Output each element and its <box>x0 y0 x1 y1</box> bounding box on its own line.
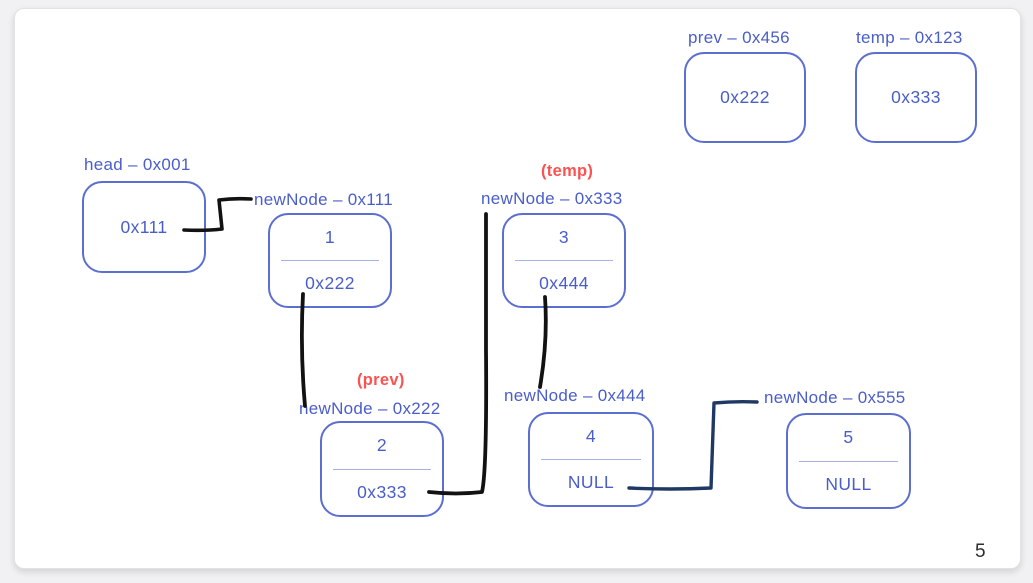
node-1-label: newNode – 0x111 <box>254 190 394 209</box>
node-5-divider <box>798 460 899 462</box>
temp-variable-box: 0x333 <box>855 52 977 143</box>
node-5-box: 5 NULL <box>786 413 911 509</box>
node-5-next-pointer: NULL <box>825 473 872 494</box>
node-2-label: newNode – 0x222 <box>299 399 441 418</box>
slide-page-number: 5 <box>975 541 986 562</box>
node-4-box: 4 NULL <box>528 412 654 507</box>
prev-variable-value: 0x222 <box>720 87 770 107</box>
node-4-next-pointer: NULL <box>567 472 615 492</box>
head-variable-value: 0x111 <box>120 216 168 237</box>
head-variable-box: 0x111 <box>82 181 206 273</box>
node-3-label: newNode – 0x333 <box>481 189 623 208</box>
node-4-label: newNode – 0x444 <box>504 386 646 405</box>
node-2-annotation: (prev) <box>357 371 405 389</box>
node-1-value: 1 <box>324 227 336 247</box>
node-2-divider <box>332 468 432 470</box>
prev-variable-box: 0x222 <box>684 52 806 143</box>
node-1-next-pointer: 0x222 <box>305 273 355 293</box>
node-5-label: newNode – 0x555 <box>764 388 906 407</box>
node-2-next-pointer: 0x333 <box>357 481 407 502</box>
node-3-value: 3 <box>558 227 570 247</box>
temp-variable-label: temp – 0x123 <box>856 28 963 47</box>
node-2-box: 2 0x333 <box>320 421 444 517</box>
node-1-divider <box>280 260 380 261</box>
node-4-divider <box>540 459 642 460</box>
node-4-value: 4 <box>585 426 597 446</box>
head-variable-label: head – 0x001 <box>84 155 191 174</box>
node-3-annotation: (temp) <box>541 162 594 180</box>
prev-variable-label: prev – 0x456 <box>688 28 790 47</box>
node-2-value: 2 <box>376 435 388 456</box>
node-3-box: 3 0x444 <box>502 213 626 308</box>
temp-variable-value: 0x333 <box>891 87 941 107</box>
node-3-next-pointer: 0x444 <box>539 273 589 293</box>
node-1-box: 1 0x222 <box>268 213 392 308</box>
node-5-value: 5 <box>843 427 854 448</box>
node-3-divider <box>514 260 614 261</box>
